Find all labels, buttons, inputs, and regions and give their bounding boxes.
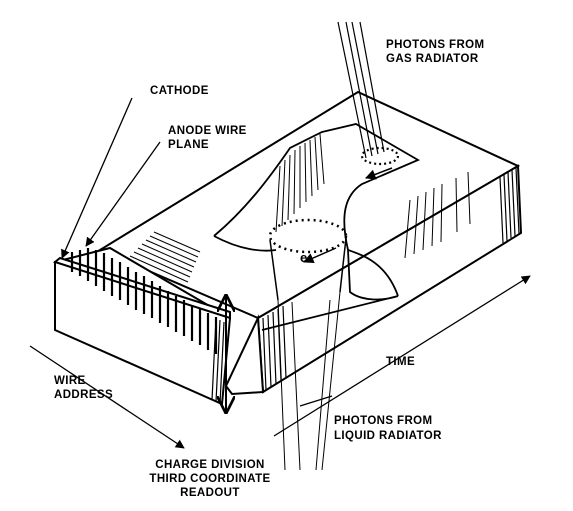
label-wire-line2: ADDRESS bbox=[54, 389, 113, 401]
label-photons-gas-line2: GAS RADIATOR bbox=[386, 53, 479, 65]
label-cathode: CATHODE bbox=[150, 85, 209, 97]
label-photons-gas-line1: PHOTONS FROM bbox=[386, 39, 485, 51]
cathode-leader bbox=[62, 98, 132, 258]
label-electron: e bbox=[300, 250, 307, 265]
label-anode-line2: PLANE bbox=[168, 139, 209, 151]
label-photons-liquid-line1: PHOTONS FROM bbox=[334, 415, 433, 427]
label-charge-line3: READOUT bbox=[180, 487, 240, 499]
label-time: TIME bbox=[386, 356, 415, 368]
box-front-face bbox=[226, 318, 263, 394]
label-charge-line1: CHARGE DIVISION bbox=[155, 459, 265, 471]
label-anode-line1: ANODE WIRE bbox=[168, 125, 247, 137]
label-photons-liquid-line2: LIQUID RADIATOR bbox=[334, 430, 442, 442]
liquid-photon-leader bbox=[300, 396, 332, 406]
label-charge-line2: THIRD COORDINATE bbox=[149, 473, 270, 485]
label-wire-line1: WIRE bbox=[54, 375, 86, 387]
